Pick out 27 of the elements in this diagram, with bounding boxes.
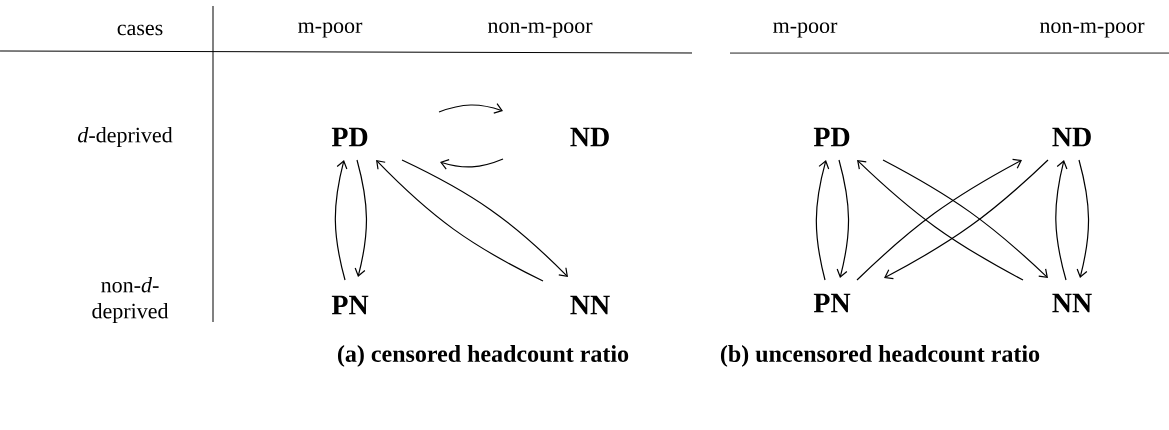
arrow — [354, 159, 368, 277]
column-header: m-poor — [773, 22, 838, 38]
state-label: NN — [1052, 293, 1092, 313]
arrow — [334, 160, 348, 281]
arrow — [1055, 160, 1068, 281]
state-label: PN — [331, 295, 369, 315]
row-label: d-deprived — [78, 127, 173, 147]
arrow — [836, 159, 850, 278]
arrow — [438, 103, 503, 114]
state-label: NN — [570, 295, 610, 315]
column-header: m-poor — [298, 22, 363, 38]
column-header: cases — [117, 24, 163, 36]
state-label: ND — [570, 127, 609, 147]
state-label: PD — [813, 127, 850, 147]
arrow — [376, 160, 544, 282]
arrow — [815, 160, 830, 281]
row-label: non-d-deprived — [92, 277, 169, 323]
arrow — [1076, 159, 1090, 278]
state-label: PN — [813, 293, 851, 313]
column-header: non-m-poor — [487, 22, 593, 38]
arrow — [440, 158, 504, 170]
caption: (a) censored headcount ratio — [337, 345, 629, 367]
state-label: ND — [1052, 127, 1091, 147]
caption: (b) uncensored headcount ratio — [720, 345, 1040, 367]
state-label: PD — [331, 127, 368, 147]
arrow — [401, 159, 568, 277]
column-header: non-m-poor — [1039, 22, 1145, 38]
